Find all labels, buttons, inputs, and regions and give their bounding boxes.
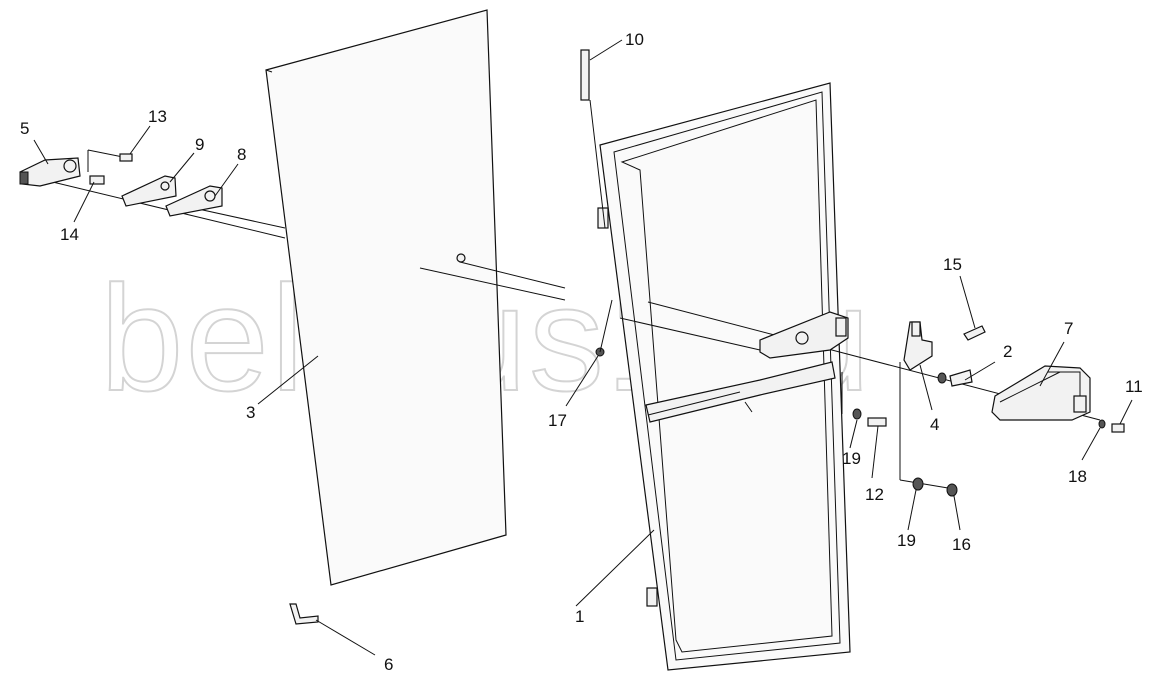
callout-labels: 1 2 3 4 5 6 7 8 9 10 11 12 13 14 15 16 1… [20,30,1143,674]
hex-key-part-6 [289,603,319,625]
callout-5: 5 [20,119,29,138]
screw-part-15 [963,325,986,341]
callout-17: 17 [548,411,567,430]
door-frame [597,82,851,671]
washer-part-19-lower [912,477,924,491]
housing-part-7 [991,365,1091,421]
callout-6: 6 [384,655,393,674]
callout-15: 15 [943,255,962,274]
callout-12: 12 [865,485,884,504]
hinge-bracket [759,311,849,359]
bolt-part-13 [87,149,133,172]
washer-part-2 [937,369,973,387]
callout-9: 9 [195,135,204,154]
callout-16: 16 [952,535,971,554]
nut-part-16 [946,483,958,497]
stud-part-17 [595,299,613,357]
callout-11: 11 [1125,377,1143,396]
callout-3: 3 [246,403,255,422]
bolt-part-14 [89,175,105,185]
callout-7: 7 [1064,319,1073,338]
washer-part-19-upper [852,408,862,420]
callout-18: 18 [1068,467,1087,486]
washer-part-18 [1098,419,1106,429]
bolt-part-11 [1111,423,1125,433]
bracket-part-5 [19,157,81,187]
callout-19b: 19 [897,531,916,550]
bolt-part-12 [867,417,887,427]
callout-1: 1 [575,607,584,626]
callout-2: 2 [1003,342,1012,361]
plate-part-8 [165,185,223,217]
leader-lines [33,39,1133,656]
glass-panel [265,9,507,586]
callout-19a: 19 [842,449,861,468]
rod-part-10 [580,49,606,229]
callout-14: 14 [60,225,79,244]
plate-part-9 [121,175,177,207]
latch-part-4 [903,321,933,371]
callout-13: 13 [148,107,167,126]
callout-8: 8 [237,145,246,164]
callout-4: 4 [930,415,939,434]
callout-10: 10 [625,30,644,49]
